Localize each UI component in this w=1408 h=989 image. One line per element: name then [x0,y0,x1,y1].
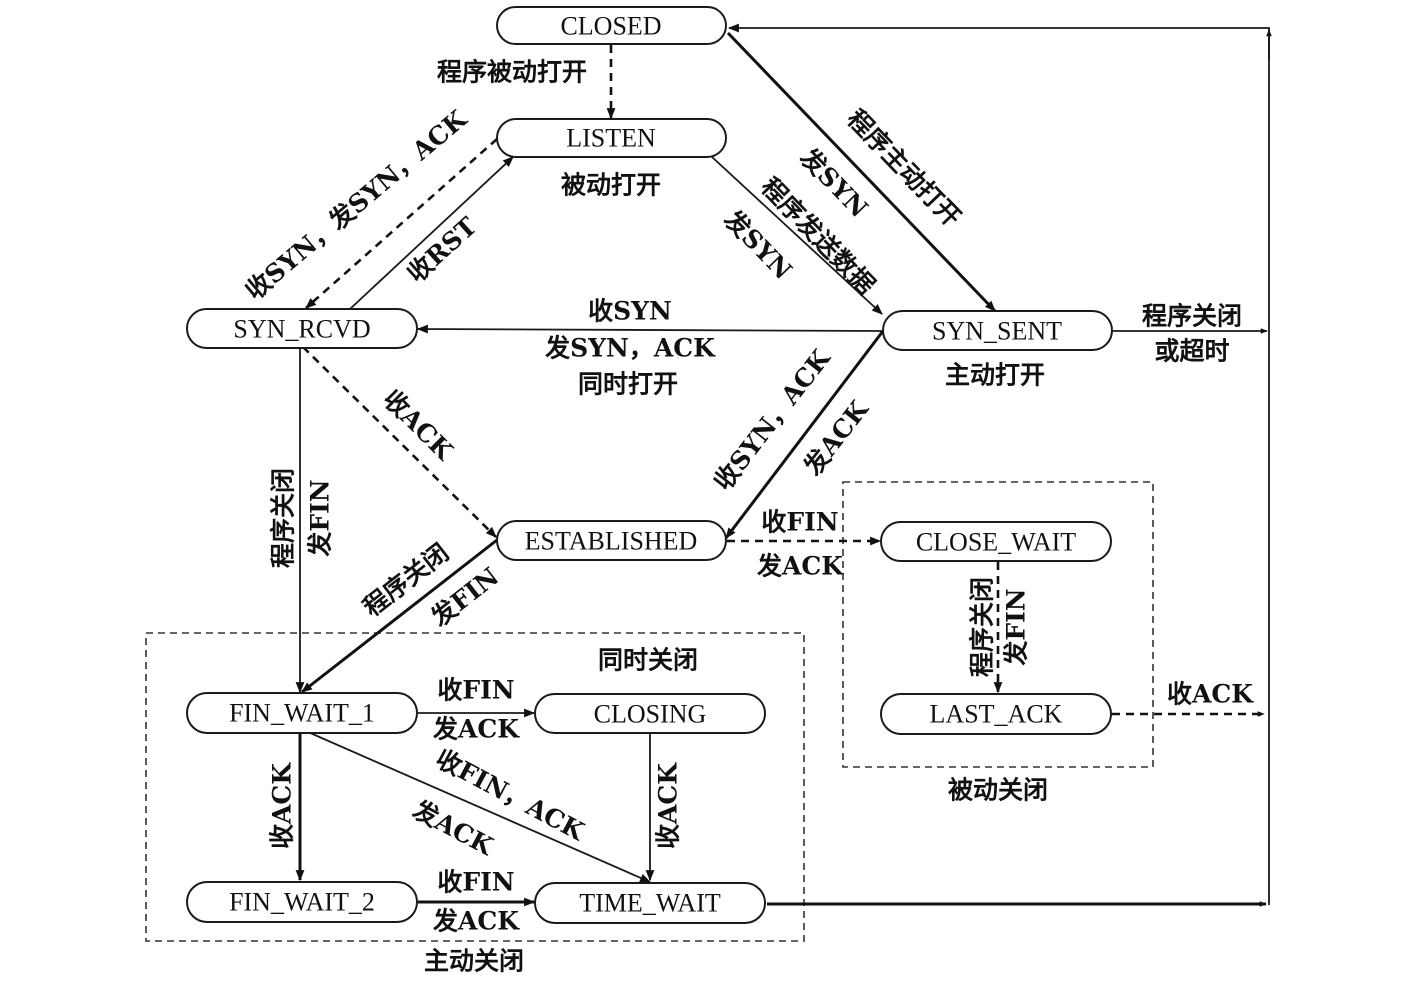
label-est-send-ack: 发ACK [756,552,844,581]
state-fin-wait-1-label: FIN_WAIT_1 [229,699,375,728]
edge-closed-synsent [726,31,997,313]
label-fw1-send-ack-2: 发ACK [407,795,499,862]
edge-listen-synrcvd [305,138,498,309]
label-program-close-or-timeout-1: 程序关闭 [1142,302,1242,331]
active-close-region [145,632,805,942]
state-listen-label: LISTEN [566,124,656,153]
edge-finwait1-timewait [307,731,652,883]
state-closing: CLOSING [534,693,766,734]
edge-synrcvd-established [302,346,497,538]
label-fw2-recv-fin: 收FIN [437,868,514,897]
edge-synsent-established [724,330,885,539]
state-last-ack: LAST_ACK [880,693,1112,735]
edge-synrcvd-listen [349,156,514,310]
label-simul-open: 同时打开 [578,370,678,399]
label-est-recv-fin: 收FIN [761,508,838,537]
label-simul-close: 同时关闭 [598,646,698,675]
state-established-label: ESTABLISHED [525,527,698,556]
edge-listen-synsent [711,156,883,315]
state-close-wait: CLOSE_WAIT [880,521,1112,562]
passive-close-region [842,481,1154,768]
label-cw-send-fin: 发FIN [1002,588,1031,666]
edge-rail-closed [727,23,1270,905]
state-closing-label: CLOSING [594,700,707,729]
state-syn-sent-label: SYN_SENT [932,317,1062,346]
state-syn-sent: SYN_SENT [882,310,1113,351]
state-last-ack-label: LAST_ACK [930,700,1063,729]
state-listen: LISTEN [496,118,727,158]
label-active-close: 主动关闭 [424,947,524,976]
label-send-ack: 发ACK [797,394,874,481]
label-rcvd-send-fin: 发FIN [306,479,335,557]
label-simul-recv-syn: 收SYN [588,297,672,326]
state-fin-wait-1: FIN_WAIT_1 [186,692,418,734]
label-passive-close: 被动关闭 [948,776,1048,805]
state-close-wait-label: CLOSE_WAIT [916,528,1076,557]
label-fw2-send-ack: 发ACK [432,907,520,936]
state-established: ESTABLISHED [496,520,727,561]
edge-synsent-synrcvd [416,324,884,334]
state-fin-wait-2: FIN_WAIT_2 [186,881,418,923]
state-syn-rcvd: SYN_RCVD [186,308,418,349]
state-closed: CLOSED [496,6,727,45]
label-recv-ack: 收ACK [377,384,459,466]
label-la-recv-ack: 收ACK [1167,680,1254,709]
label-passive-open-program: 程序被动打开 [437,58,587,87]
label-simul-send-syn-ack: 发SYN，ACK [544,334,716,363]
label-passive-open: 被动打开 [561,171,661,200]
label-fw1-recv-ack: 收ACK [268,762,297,849]
label-fw1-send-ack: 发ACK [432,715,520,744]
label-closing-recv-ack: 收ACK [654,762,683,849]
label-recv-syn-send-syn-ack: 收SYN，发SYN，ACK [240,104,473,306]
label-program-close-or-timeout-2: 或超时 [1154,337,1229,366]
label-rcvd-program-close: 程序关闭 [269,468,298,568]
label-fw1-recv-fin: 收FIN [437,676,514,705]
state-time-wait: TIME_WAIT [534,882,766,924]
state-closed-label: CLOSED [560,12,661,41]
label-cw-program-close: 程序关闭 [968,577,997,677]
state-syn-rcvd-label: SYN_RCVD [233,315,370,344]
state-time-wait-label: TIME_WAIT [579,889,721,918]
label-active-open: 主动打开 [945,361,1045,390]
edge-established-finwait1 [301,538,498,694]
state-fin-wait-2-label: FIN_WAIT_2 [229,888,375,917]
